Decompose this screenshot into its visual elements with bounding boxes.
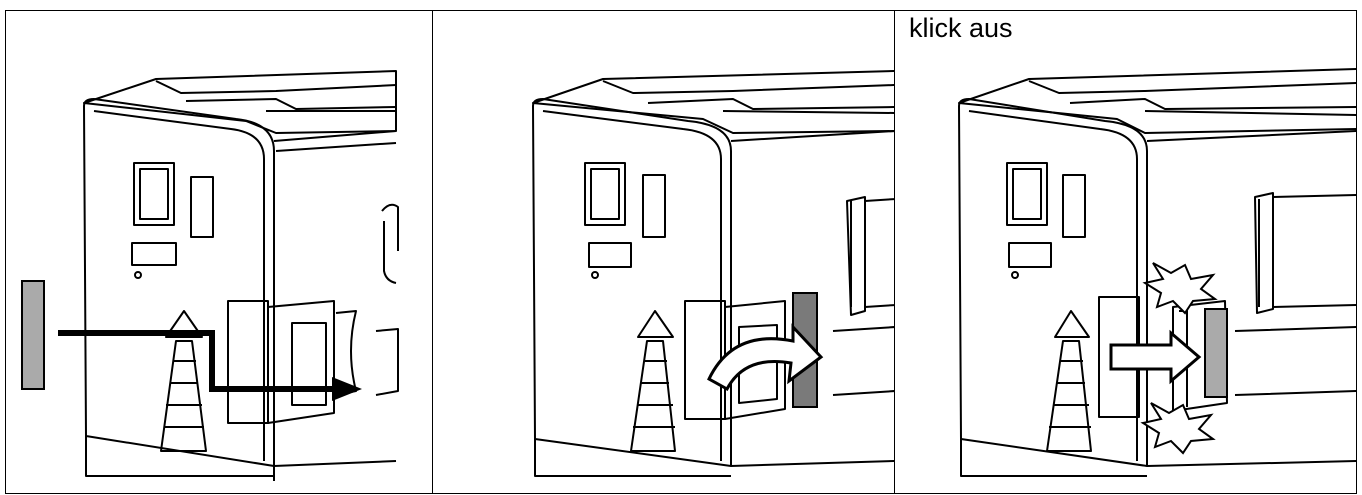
click-burst-bottom: [1143, 403, 1213, 453]
device-illustration-2: [433, 11, 895, 494]
push-arrow: [1111, 333, 1199, 381]
panel-step-1: [5, 10, 433, 494]
panel-step-2: [432, 10, 895, 494]
panel-step-3: klick aus: [894, 10, 1357, 494]
card-strip: [22, 281, 44, 389]
card-strip: [1205, 309, 1227, 397]
click-burst-top: [1145, 263, 1215, 313]
device-illustration-3: [895, 11, 1357, 494]
device-illustration-1: [6, 11, 433, 494]
